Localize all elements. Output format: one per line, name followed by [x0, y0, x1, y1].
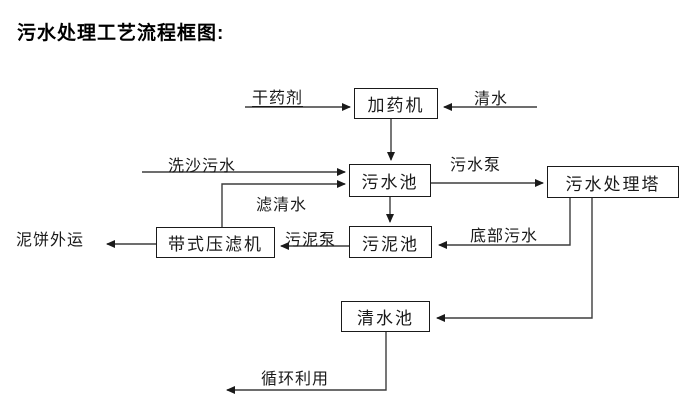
edge-label-sewage-pump: 污水泵 — [450, 157, 502, 174]
edge-label-recycling-reuse: 循环利用 — [261, 371, 330, 388]
edge-label-filtered-water: 滤清水 — [256, 197, 308, 214]
node-belt-filter-press: 带式压滤机 — [156, 227, 275, 258]
node-clear-water-pool: 清水池 — [341, 301, 430, 332]
edge-label-dry-agent: 干药剂 — [252, 90, 304, 107]
node-sludge-pool: 污泥池 — [349, 226, 432, 258]
edge-label-clear-water: 清水 — [474, 91, 509, 108]
edge-label-bottom-sewage: 底部污水 — [470, 228, 539, 245]
diagram-title: 污水处理工艺流程框图: — [17, 23, 225, 44]
node-sewage-pool: 污水池 — [349, 164, 431, 197]
edge-label-mud-cake-shipped-out: 泥饼外运 — [16, 232, 85, 249]
node-sewage-treatment-tower: 污水处理塔 — [547, 166, 679, 198]
edge-label-sand-washing-sewage: 洗沙污水 — [168, 158, 237, 175]
edge-label-sludge-pump: 污泥泵 — [285, 232, 337, 249]
node-dosing-machine: 加药机 — [354, 88, 438, 119]
